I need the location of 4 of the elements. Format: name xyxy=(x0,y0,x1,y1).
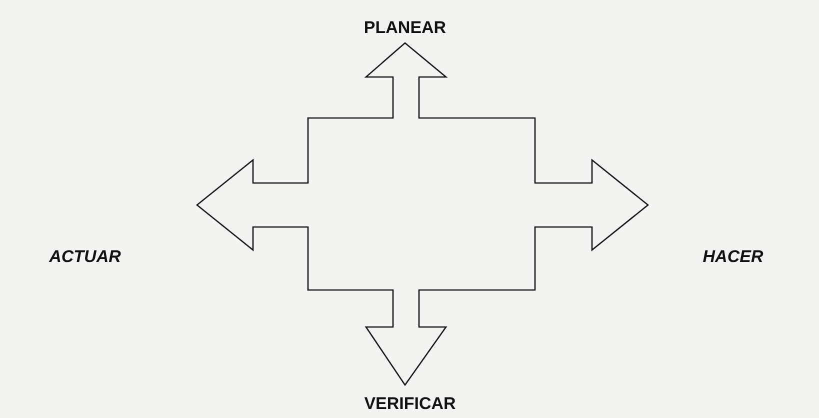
phase-label: VERIFICAR xyxy=(364,394,456,414)
phase-label: ACTUAR xyxy=(49,247,121,267)
phase-label: HACER xyxy=(702,247,764,267)
phase-label: PLANEAR xyxy=(364,18,446,38)
